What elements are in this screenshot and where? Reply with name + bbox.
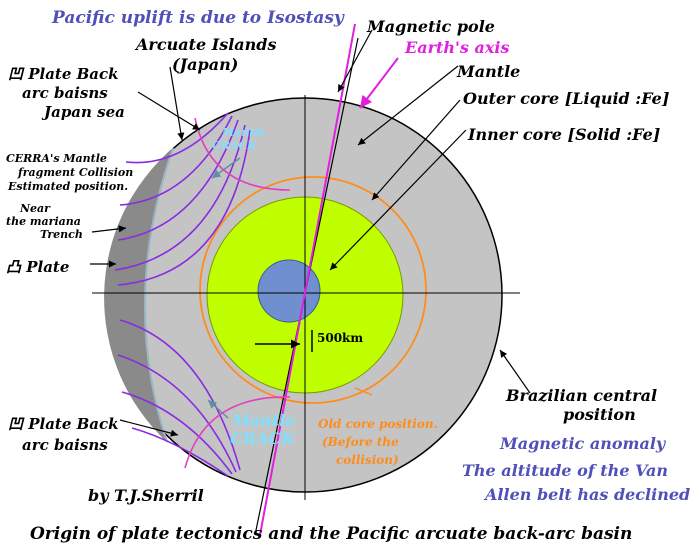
- earths-axis-label: Earth's axis: [404, 38, 509, 57]
- cerra-label-2: fragment Collision: [17, 166, 133, 179]
- brazilian-label-1: Brazilian central: [505, 386, 657, 405]
- cerra-label-3: Estimated position.: [7, 180, 128, 193]
- van-allen-label-1: The altitude of the Van: [462, 461, 668, 480]
- plate-back-top-label-1: 凹 Plate Back: [8, 65, 119, 83]
- earths-axis-pointer: [359, 57, 399, 109]
- caption-label: Origin of plate tectonics and the Pacifi…: [30, 524, 632, 544]
- near-label-1: Near: [19, 202, 51, 215]
- arcuate-japan-label: (Japan): [172, 55, 238, 74]
- plate-back-bottom-label-1: 凹 Plate Back: [8, 415, 119, 433]
- inner-core-label: Inner core [Solid :Fe]: [467, 125, 660, 144]
- earths-axis-line: [259, 23, 356, 536]
- plate-label: 凸 Plate: [6, 258, 69, 276]
- mantle-crack-top-label-2: CRACK: [212, 139, 257, 152]
- author-label: by T.J.Sherril: [88, 486, 204, 505]
- header-title: Pacific uplift is due to Isostasy: [51, 8, 345, 28]
- scale-label: 500km: [317, 331, 363, 345]
- plate-back-top-label-3: Japan sea: [41, 103, 125, 121]
- crack-bottom-pointer: [207, 399, 229, 419]
- mantle-label: Mantle: [456, 62, 520, 81]
- outer-core-label: Outer core [Liquid :Fe]: [463, 89, 669, 108]
- arcuate-islands-label: Arcuate Islands: [134, 35, 277, 54]
- cerra-label-1: CERRA's Mantle: [6, 152, 107, 165]
- near-label-2: the mariana: [6, 215, 81, 228]
- upper-crack-lines: [114, 112, 251, 286]
- old-core-label-1: Old core position.: [318, 417, 438, 431]
- mantle-crack-bottom-label-1: Mantle: [231, 411, 295, 430]
- brazilian-label-2: position: [563, 405, 636, 424]
- plate-boundary-line: [143, 147, 174, 443]
- inner-core-disk: [257, 259, 321, 323]
- upper-crack-pink: [194, 117, 291, 191]
- old-core-ring: [199, 176, 427, 404]
- near-label-3: Trench: [40, 228, 83, 241]
- crack-top-pointer: [211, 157, 241, 179]
- magnetic-anomaly-label: Magnetic anomaly: [499, 434, 667, 453]
- plate-back-bottom-label-2: arc baisns: [22, 436, 108, 454]
- lower-crack-lines: [117, 319, 241, 477]
- magnetic-pole-label: Magnetic pole: [366, 17, 495, 36]
- mantle-crack-top-label-1: Mantle: [221, 126, 266, 139]
- leader-arrows: [90, 29, 531, 437]
- lower-crack-pink: [184, 396, 291, 469]
- plate-back-top-label-2: arc baisns: [22, 84, 108, 102]
- crust-crescent: [104, 148, 173, 442]
- old-core-pointer: [354, 387, 373, 396]
- mantle-crack-bottom-label-2: CRACK: [230, 429, 296, 448]
- old-core-label-2: (Before the: [322, 435, 399, 449]
- old-core-label-3: collision): [336, 453, 399, 467]
- van-allen-label-2: Allen belt has declined: [483, 485, 690, 504]
